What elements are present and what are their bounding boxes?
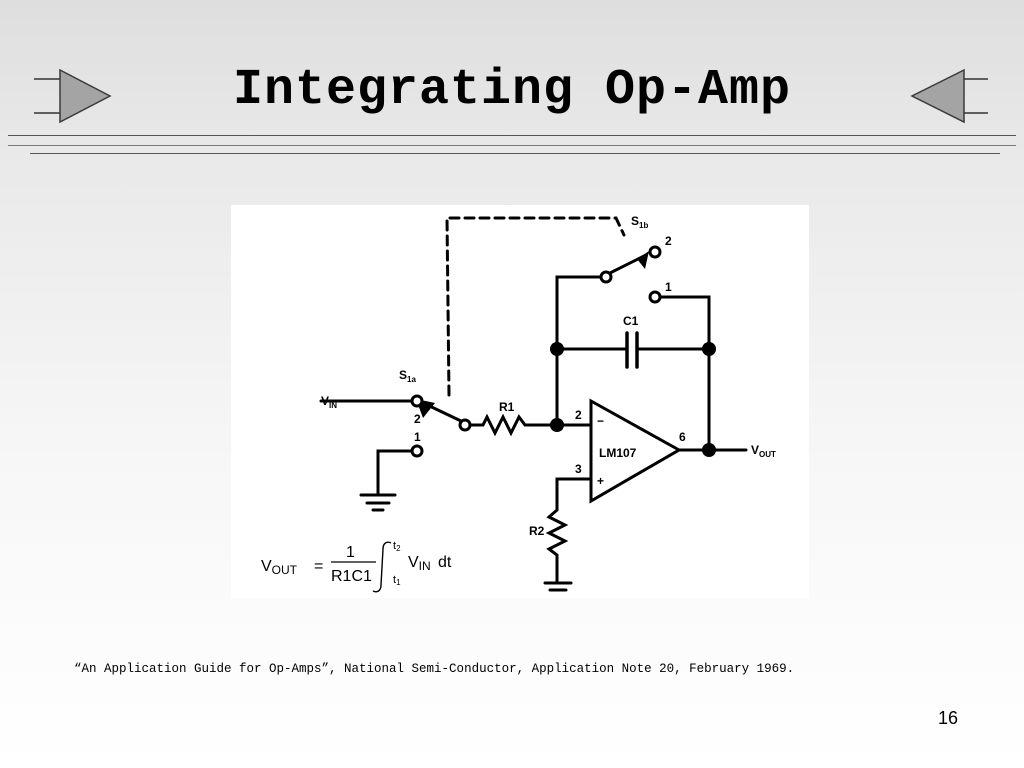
switch-s1b-label: S1b (631, 214, 648, 230)
pin-noninverting-label: 3 (575, 462, 582, 476)
equation-numerator: 1 (346, 544, 355, 561)
switch-linkage-dashed (445, 216, 626, 397)
equation-equals: = (314, 558, 323, 575)
title-divider-top (8, 135, 1016, 136)
title-divider-middle (8, 145, 1016, 146)
switch-s1b-pos1-label: 1 (665, 280, 672, 294)
junction-inverting (550, 418, 564, 432)
junction-cap-right (702, 342, 716, 356)
noninverting-input-wire (555, 477, 593, 512)
switch-s1a-pos2-label: 2 (414, 412, 421, 426)
switch-s1b-pos2-label: 2 (665, 234, 672, 248)
switch-s1a-contact-2 (410, 394, 424, 408)
equation-lhs: VOUT (261, 558, 298, 577)
equation-integrand: VIN (408, 554, 431, 573)
ground-wire-left (376, 449, 415, 497)
switch-s1a-contact-1 (410, 444, 424, 458)
equation-upper-limit: t2 (393, 540, 401, 553)
opamp-lm107 (589, 398, 683, 504)
resistor-r1-label: R1 (499, 400, 515, 414)
switch-s1b-arrowhead (637, 251, 649, 269)
switch-s1b-contact-1 (648, 290, 662, 304)
page-number: 16 (938, 708, 959, 728)
resistor-r2-label: R2 (529, 524, 545, 538)
integrator-equation: VOUT = 1 R1C1 t2 t1 VIN dt (261, 540, 452, 593)
citation-text: “An Application Guide for Op-Amps”, Nati… (74, 662, 795, 676)
opamp-plus-sign: + (597, 474, 604, 488)
junction-cap-left (550, 342, 564, 356)
resistor-r1 (469, 413, 559, 437)
circuit-diagram: VIN VOUT S1a S1b 2 1 2 1 R1 R2 C1 LM107 … (231, 205, 809, 598)
switch-s1a-common (458, 418, 472, 432)
title-divider-bottom (30, 153, 1000, 154)
junction-output (702, 443, 716, 457)
equation-lower-limit: t1 (393, 574, 401, 587)
switch-s1a-label: S1a (399, 368, 416, 384)
circuit-schematic: VIN VOUT S1a S1b 2 1 2 1 R1 R2 C1 LM107 … (261, 214, 776, 593)
next-arrow-icon[interactable] (30, 66, 112, 126)
switch-s1b-contact-2 (648, 245, 662, 259)
previous-arrow-icon[interactable] (908, 66, 990, 126)
opamp-minus-sign: − (597, 414, 604, 428)
feedback-left-wire (555, 275, 602, 427)
resistor-r2 (545, 508, 569, 583)
circuit-junctions (550, 342, 716, 457)
slide-title: Integrating Op-Amp (232, 62, 792, 119)
equation-denominator: R1C1 (331, 568, 372, 585)
equation-differential: dt (438, 554, 452, 571)
opamp-label: LM107 (599, 446, 637, 460)
pin-inverting-label: 2 (575, 408, 582, 422)
feedback-right-wire (659, 295, 711, 452)
integral-sign-icon (372, 541, 392, 593)
capacitor-c1-label: C1 (623, 314, 639, 328)
switch-s1a-pos1-label: 1 (414, 430, 421, 444)
vout-label: VOUT (751, 443, 776, 459)
pin-output-label: 6 (679, 430, 686, 444)
switch-s1b-common (599, 270, 613, 284)
vin-label: VIN (321, 394, 337, 410)
switch-terminals (410, 245, 662, 458)
